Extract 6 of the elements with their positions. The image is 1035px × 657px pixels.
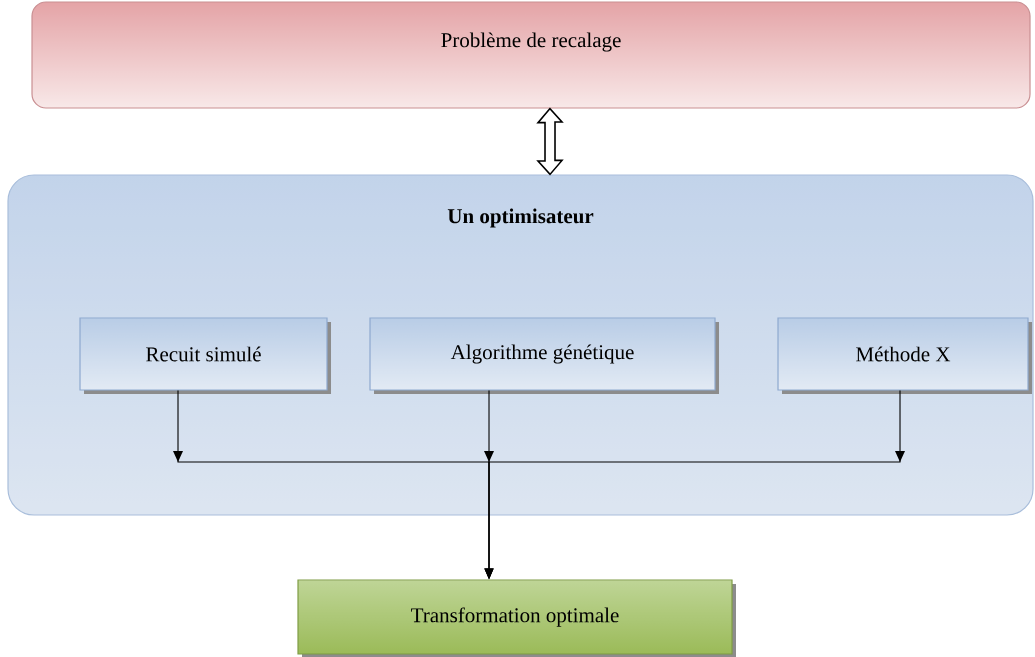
process-box: Recuit simulé bbox=[79, 317, 331, 394]
double-arrow bbox=[536, 107, 564, 176]
band: Problème de recalage bbox=[31, 1, 1031, 109]
process-box: Méthode X bbox=[777, 317, 1032, 394]
process-box: Algorithme génétique bbox=[369, 317, 719, 394]
result-box: Transformation optimale bbox=[297, 579, 736, 657]
